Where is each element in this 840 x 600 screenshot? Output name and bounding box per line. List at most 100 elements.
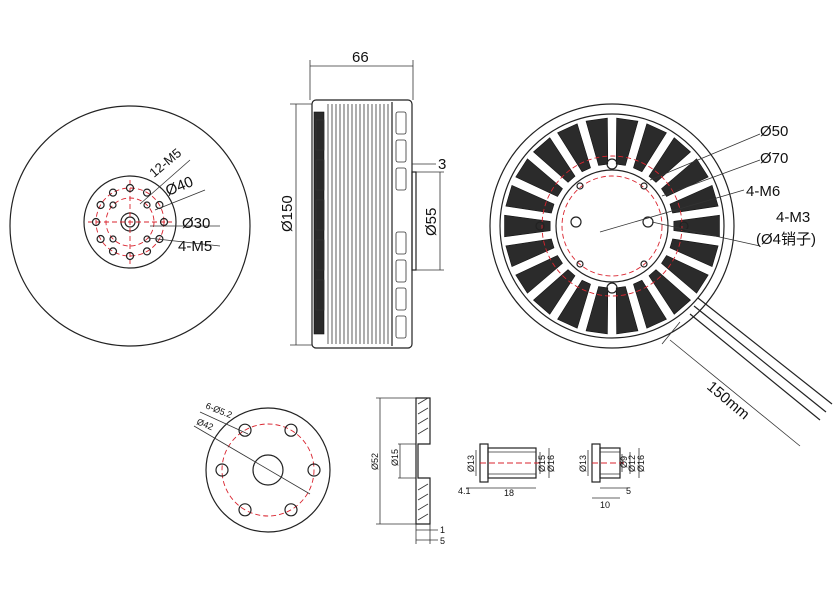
side-slots-left — [315, 119, 325, 311]
cable-wire — [697, 297, 833, 405]
m5-hole — [142, 188, 152, 197]
stator-coil — [585, 286, 609, 335]
slot — [315, 119, 325, 151]
stator-coil — [648, 137, 691, 183]
leader-d50 — [649, 133, 761, 181]
prop-adapter: 6-Ø5.2 Ø42 — [193, 401, 331, 533]
m3-hole — [606, 282, 618, 294]
slot — [395, 111, 407, 135]
adapter-outer — [205, 407, 331, 533]
rear-inner-rim — [499, 113, 725, 339]
stator-coil — [533, 137, 576, 183]
rear-bore — [555, 169, 669, 283]
hatch — [417, 397, 429, 405]
stator-coil — [533, 269, 576, 315]
bushing-short: Ø13 Ø9 Ø12 Ø16 10 5 — [578, 443, 646, 510]
m5-hole — [125, 183, 135, 193]
slot — [315, 199, 325, 231]
label-dia15: Ø15 — [390, 449, 400, 466]
stator-coil — [669, 184, 719, 214]
stator-coil — [669, 238, 719, 268]
hatch — [417, 417, 429, 425]
m5-inner-hole — [143, 235, 151, 243]
slot — [315, 279, 325, 311]
m5-hole — [91, 217, 101, 227]
label-4m5: 4-M5 — [178, 238, 212, 255]
bushing-long: Ø13 Ø15 Ø16 18 4.1 — [458, 443, 556, 498]
label-4m6: 4-M6 — [746, 183, 780, 200]
side-view: 66 Ø150 — [279, 49, 446, 349]
slot — [395, 287, 407, 311]
small-hole — [576, 260, 584, 268]
label-dia16: Ø16 — [636, 455, 646, 472]
label-150mm: 150mm — [703, 378, 752, 423]
m5-hole — [125, 251, 135, 261]
leader-holes — [199, 411, 249, 435]
label-4m3: 4-M3 — [776, 209, 810, 226]
label-dia30: Ø30 — [182, 215, 210, 232]
leader-d42 — [193, 425, 311, 495]
pin-hole — [535, 221, 545, 231]
leader-4m3 — [651, 221, 761, 247]
motor-body — [311, 99, 413, 349]
adapter-holes — [215, 423, 321, 517]
label-dia55: Ø55 — [423, 208, 440, 236]
m5-hole — [108, 188, 118, 197]
small-hole — [576, 182, 584, 190]
adapter-hole — [307, 463, 321, 477]
stator-coil — [633, 279, 667, 329]
stator-edge — [313, 111, 325, 335]
stator-coil — [648, 269, 691, 315]
adapter-hole — [215, 463, 229, 477]
label-dia52: Ø52 — [370, 453, 380, 470]
label-dia16: Ø16 — [546, 455, 556, 472]
rear-outer-circle — [489, 103, 735, 349]
adapter-hole — [284, 423, 298, 437]
stator-coil — [557, 123, 591, 173]
label-len18: 18 — [504, 488, 514, 498]
label-t1: 1 — [440, 525, 445, 535]
m5-inner-hole — [109, 235, 117, 243]
stator-coils — [504, 117, 720, 335]
rear-circle-50 — [561, 175, 663, 277]
stator-coil — [661, 255, 709, 294]
leader-d70 — [661, 159, 761, 197]
pin-hole — [679, 221, 689, 231]
rear-view: Ø50 Ø70 4-M6 4-M3 (Ø4销子) 150mm — [489, 103, 833, 447]
leader-4m5 — [147, 237, 221, 247]
adapter-hole — [284, 503, 298, 517]
m5-inner-hole — [109, 201, 117, 209]
hatch — [417, 513, 429, 521]
label-dia13: Ø13 — [578, 455, 588, 472]
stator-coil — [615, 117, 639, 166]
slot — [395, 315, 407, 339]
label-dia42: Ø42 — [195, 417, 215, 433]
rear-circle-70 — [541, 155, 683, 297]
front-m5-inner-holes — [109, 201, 151, 243]
label-66: 66 — [352, 49, 369, 66]
stator-coil — [505, 184, 555, 214]
cable-wire — [689, 313, 821, 421]
small-hole — [640, 182, 648, 190]
label-6holes: 6-Ø5.2 — [204, 401, 233, 421]
slot — [315, 159, 325, 191]
label-dia13: Ø13 — [466, 455, 476, 472]
cable-dim-line — [669, 339, 801, 447]
stator-coil — [515, 158, 563, 197]
stator-coil — [505, 238, 555, 268]
stator-coil — [557, 279, 591, 329]
cable-wire — [693, 305, 827, 413]
hatch — [417, 427, 429, 435]
leader-12m5 — [139, 159, 191, 205]
leader-4m6 — [599, 189, 745, 233]
label-flange5: 5 — [626, 486, 631, 496]
slot — [315, 239, 325, 271]
front-hub-circle — [83, 175, 177, 269]
small-hole — [640, 260, 648, 268]
rear-mount-holes — [535, 158, 689, 294]
hatch — [417, 493, 429, 501]
m3-hole — [606, 158, 618, 170]
label-dia70: Ø70 — [760, 150, 788, 167]
